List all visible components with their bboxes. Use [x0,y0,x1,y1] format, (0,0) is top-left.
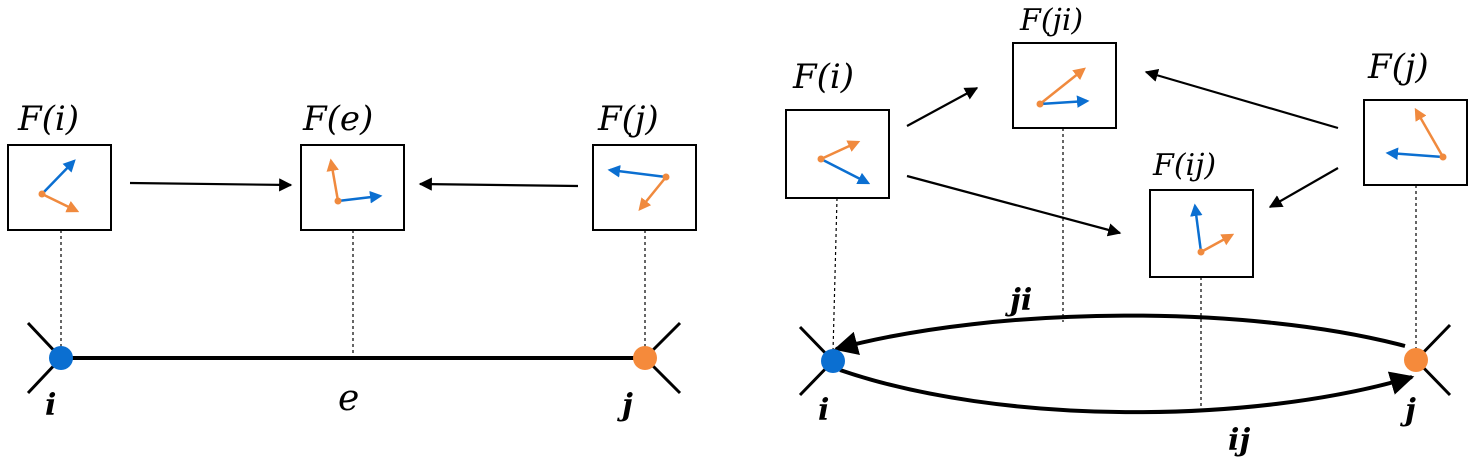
stalk-box-j [592,144,697,231]
node-i [49,346,73,370]
edge-label-ij: ij [1228,423,1250,458]
node-label-i: i [818,393,829,428]
node-label-i: i [45,388,56,423]
stalk-label-ji: F(ji) [1019,3,1083,38]
map-i-to-e [129,178,293,192]
stalk-box-i [7,144,112,231]
map-i-to-ij [906,174,1122,237]
stalk-label-e: F(e) [302,99,373,139]
stalk-label-i: F(i) [792,57,854,97]
edge-label-ji: ji [1005,283,1032,318]
node-label-e: e [338,378,359,419]
vectors-ij [1190,203,1235,256]
vectors-ji [1036,67,1090,108]
stalk-label-i: F(i) [17,99,79,139]
map-i-to-ji [906,87,979,127]
map-j-to-ji [1144,68,1339,130]
stalk-box-i [785,109,890,199]
map-j-to-ij [1268,167,1339,208]
vectors-e [326,158,383,205]
dash-i [832,197,838,353]
node-label-j: j [617,388,633,423]
stalk-box-e [300,144,405,231]
vectors-j [1385,107,1447,161]
node-j [1404,348,1428,372]
edge-ji [833,313,1406,356]
node-label-j: j [1400,393,1416,428]
stalk-label-ij: F(ij) [1152,148,1216,183]
vectors-i [38,159,80,213]
node-i [821,349,845,373]
map-j-to-e [418,177,579,191]
stalk-label-j: F(j) [597,99,659,139]
right-panel: i j ji ij [785,3,1468,458]
node-j [633,346,657,370]
vectors-j [607,165,670,211]
left-panel: i e j F(i) F(e) F(j) [7,99,697,423]
vectors-i [817,140,871,185]
stalk-box-j [1363,99,1468,186]
stalk-label-j: F(j) [1367,47,1429,87]
stalk-box-ij [1149,189,1254,278]
edge-ij [839,368,1415,415]
